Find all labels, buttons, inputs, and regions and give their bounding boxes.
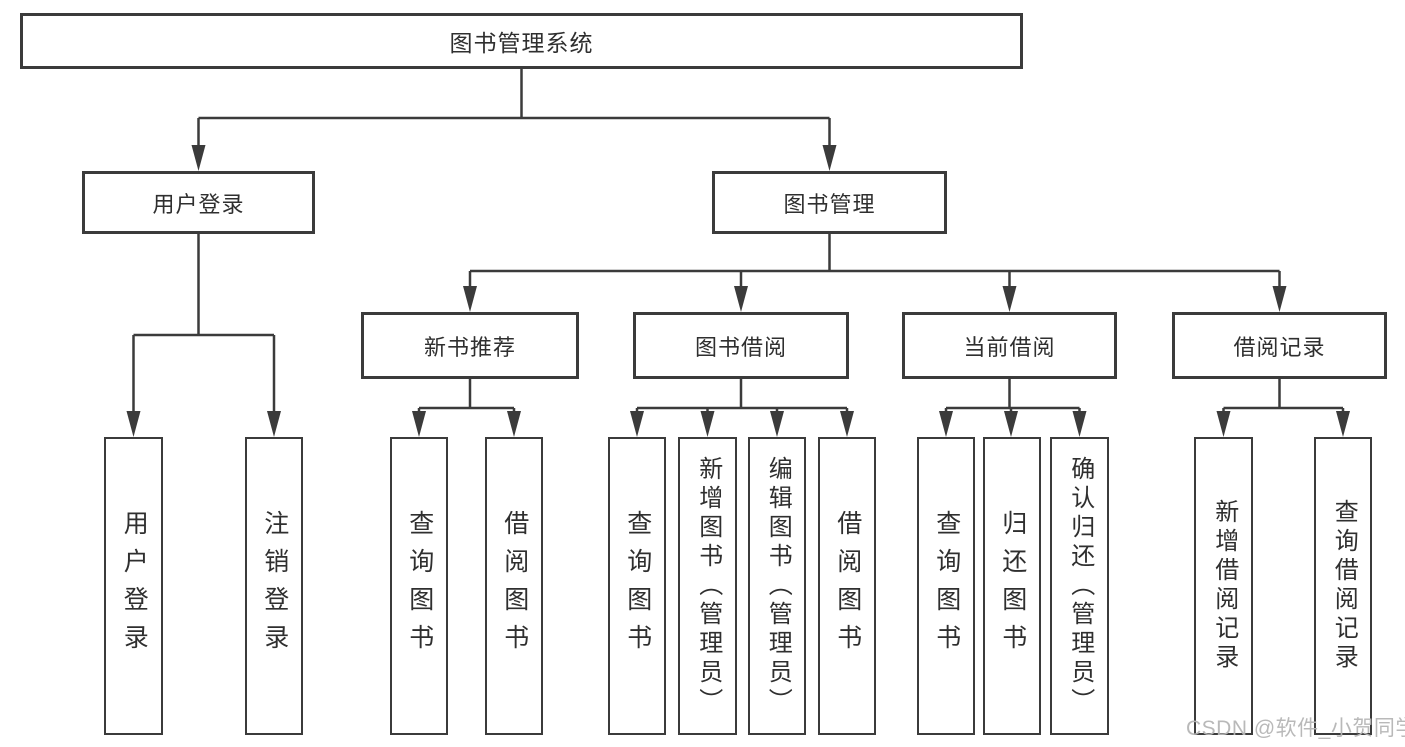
leaf-add-book-admin: 新增图书（管理员） [678, 437, 737, 735]
node-borrow-record: 借阅记录 [1172, 312, 1387, 379]
node-book-management-label: 图书管理 [783, 191, 876, 217]
leaf-edit-book-admin: 编辑图书（管理员） [748, 437, 806, 735]
leaf-borrow-book-2-label: 借阅图书 [833, 510, 862, 662]
leaf-query-book-1-label: 查询图书 [405, 510, 434, 662]
leaf-edit-book-admin-label: 编辑图书（管理员） [764, 455, 792, 717]
leaf-add-borrow-record: 新增借阅记录 [1194, 437, 1253, 735]
leaf-confirm-return-admin: 确认归还（管理员） [1050, 437, 1109, 735]
node-new-book-recommend-label: 新书推荐 [423, 334, 516, 360]
leaf-query-book-3: 查询图书 [917, 437, 975, 735]
node-new-book-recommend: 新书推荐 [361, 312, 579, 379]
csdn-watermark: CSDN @软件_小贺同学 [1186, 717, 1405, 740]
node-user-login: 用户登录 [82, 171, 315, 234]
leaf-add-borrow-record-label: 新增借阅记录 [1210, 499, 1238, 673]
node-root: 图书管理系统 [20, 13, 1023, 69]
leaf-confirm-return-admin-label: 确认归还（管理员） [1066, 455, 1094, 717]
leaf-query-book-2: 查询图书 [608, 437, 666, 735]
node-user-login-label: 用户登录 [152, 191, 245, 217]
leaf-logout-label: 注销登录 [260, 510, 289, 662]
node-borrow-record-label: 借阅记录 [1233, 334, 1326, 360]
node-book-management: 图书管理 [712, 171, 947, 234]
leaf-query-book-3-label: 查询图书 [932, 510, 961, 662]
leaf-logout: 注销登录 [245, 437, 303, 735]
leaf-return-book-label: 归还图书 [998, 510, 1027, 662]
leaf-add-book-admin-label: 新增图书（管理员） [694, 455, 722, 717]
leaf-borrow-book-1: 借阅图书 [485, 437, 543, 735]
leaf-query-borrow-record: 查询借阅记录 [1314, 437, 1372, 735]
leaf-query-book-1: 查询图书 [390, 437, 448, 735]
leaf-user-login: 用户登录 [104, 437, 163, 735]
leaf-query-borrow-record-label: 查询借阅记录 [1330, 499, 1358, 673]
node-current-borrow-label: 当前借阅 [963, 334, 1056, 360]
leaf-user-login-label: 用户登录 [120, 510, 149, 662]
node-root-label: 图书管理系统 [449, 30, 594, 56]
leaf-borrow-book-1-label: 借阅图书 [500, 510, 529, 662]
leaf-return-book: 归还图书 [983, 437, 1041, 735]
leaf-borrow-book-2: 借阅图书 [818, 437, 876, 735]
node-book-borrow: 图书借阅 [633, 312, 849, 379]
node-book-borrow-label: 图书借阅 [694, 334, 787, 360]
leaf-query-book-2-label: 查询图书 [623, 510, 652, 662]
node-current-borrow: 当前借阅 [902, 312, 1117, 379]
